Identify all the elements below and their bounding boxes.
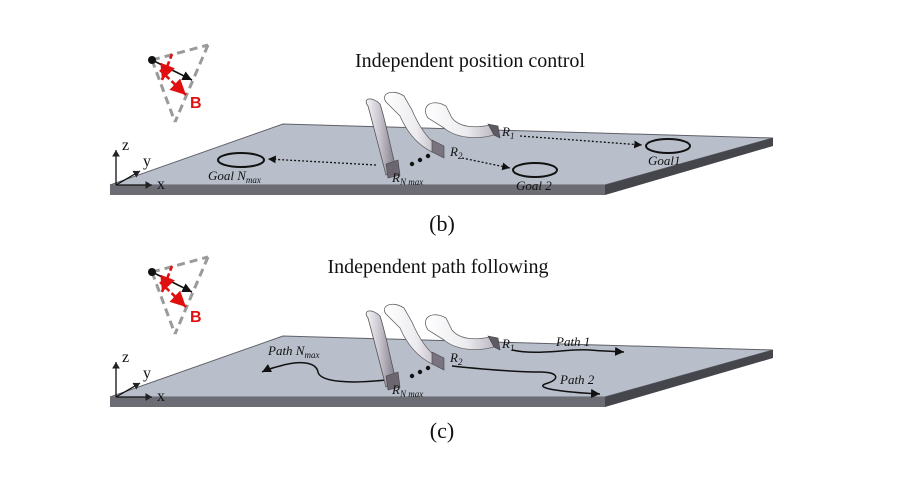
axis-z-label: z [122, 349, 129, 366]
goal-2-marker [512, 162, 558, 178]
trajectory-1 [519, 135, 643, 149]
robot-n-label: RN max [391, 382, 423, 399]
field-label: B [190, 309, 202, 326]
panel-c: Independent path following B z y x R1 R2… [109, 256, 774, 443]
path-n-curve [261, 361, 387, 383]
panel-b-caption: (b) [429, 211, 455, 236]
path-1-curve [511, 346, 625, 356]
work-plate [109, 335, 774, 408]
goal-2-label: Goal 2 [516, 178, 552, 193]
path-1-label: Path 1 [555, 334, 590, 349]
robot-1-label: R1 [501, 336, 514, 353]
panel-c-title: Independent path following [327, 256, 548, 278]
path-2-curve [451, 365, 601, 399]
axis-x-label: x [157, 176, 165, 193]
path-2-label: Path 2 [559, 372, 595, 387]
trajectory-2 [461, 157, 511, 171]
robot-n-label: RN max [391, 170, 423, 187]
goal-n-label: Goal Nmax [208, 168, 261, 185]
field-label: B [190, 95, 202, 112]
panel-c-caption: (c) [430, 418, 454, 443]
axis-x-label: x [157, 388, 165, 405]
axis-y-label: y [143, 153, 151, 170]
goal-n-marker [217, 152, 265, 168]
robot-2-label: R2 [449, 144, 463, 161]
panel-b: Independent position control B z y x R1 … [109, 45, 774, 236]
panel-b-title: Independent position control [355, 50, 585, 72]
axis-y-label: y [143, 365, 151, 382]
axis-z-label: z [122, 137, 129, 154]
goal-1-label: Goal1 [648, 153, 681, 168]
path-n-label: Path Nmax [267, 343, 319, 360]
robot-1-label: R1 [501, 124, 514, 141]
goal-1-marker [645, 138, 691, 154]
robot-2-label: R2 [449, 350, 463, 367]
